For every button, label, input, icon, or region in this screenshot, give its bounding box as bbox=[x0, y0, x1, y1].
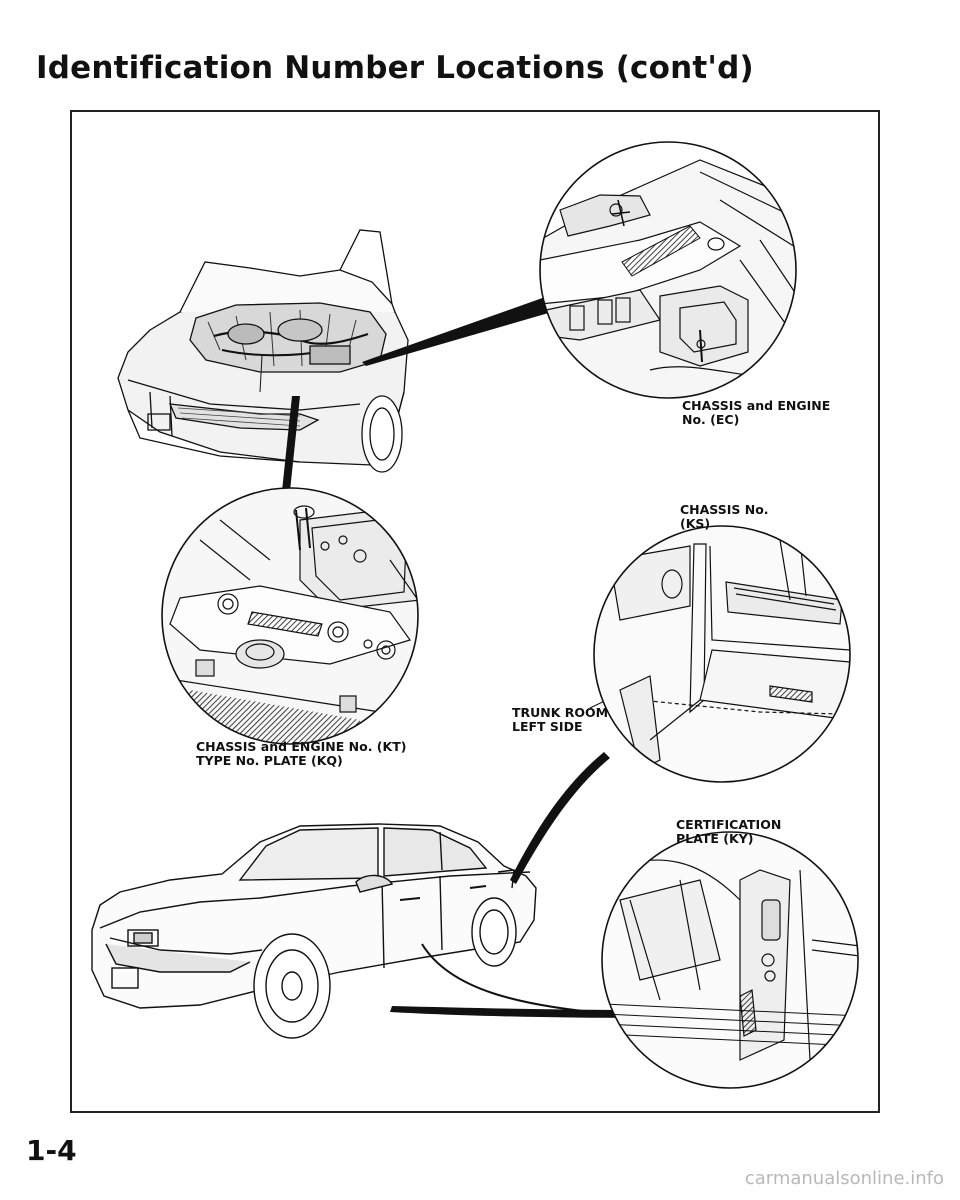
page-number: 1-4 bbox=[26, 1134, 77, 1167]
callout-line: TYPE No. PLATE (KQ) bbox=[196, 753, 343, 768]
illustration-frame bbox=[70, 110, 880, 1113]
callout-line: CHASSIS and ENGINE bbox=[682, 398, 831, 413]
callout-line: LEFT SIDE bbox=[512, 719, 583, 734]
detail-circle-ky bbox=[602, 832, 858, 1088]
detail-circle-kt bbox=[162, 488, 418, 744]
callout-line: CHASSIS No. bbox=[680, 502, 769, 517]
detail-circle-ky-border bbox=[601, 831, 859, 1089]
detail-circle-ec-border bbox=[539, 141, 797, 399]
callout-chassis-engine-ec: CHASSIS and ENGINE No. (EC) bbox=[682, 399, 830, 427]
engine-bay-car bbox=[117, 229, 409, 473]
watermark: carmanualsonline.info bbox=[744, 1168, 944, 1189]
callout-line: PLATE (KY) bbox=[676, 831, 754, 846]
callout-line: TRUNK ROOM bbox=[512, 705, 609, 720]
detail-circle-ec bbox=[540, 159, 796, 398]
callout-chassis-engine-kt: CHASSIS and ENGINE No. (KT) TYPE No. PLA… bbox=[196, 740, 406, 768]
detail-circle-ks bbox=[594, 526, 850, 782]
callout-trunk-room: TRUNK ROOM LEFT SIDE bbox=[512, 706, 608, 734]
detail-circle-ks-border bbox=[593, 525, 851, 783]
callout-line: CHASSIS and ENGINE No. (KT) bbox=[196, 739, 407, 754]
detail-circle-kt-border bbox=[161, 487, 419, 745]
callout-certification-ky: CERTIFICATION PLATE (KY) bbox=[676, 818, 781, 846]
page-title: Identification Number Locations (cont'd) bbox=[36, 50, 754, 86]
sedan-side-view bbox=[91, 823, 537, 1039]
callout-line: CERTIFICATION bbox=[676, 817, 782, 832]
callout-line: No. (EC) bbox=[682, 412, 740, 427]
callout-chassis-ks: CHASSIS No. (KS) bbox=[680, 503, 769, 531]
callout-line: (KS) bbox=[680, 516, 711, 531]
